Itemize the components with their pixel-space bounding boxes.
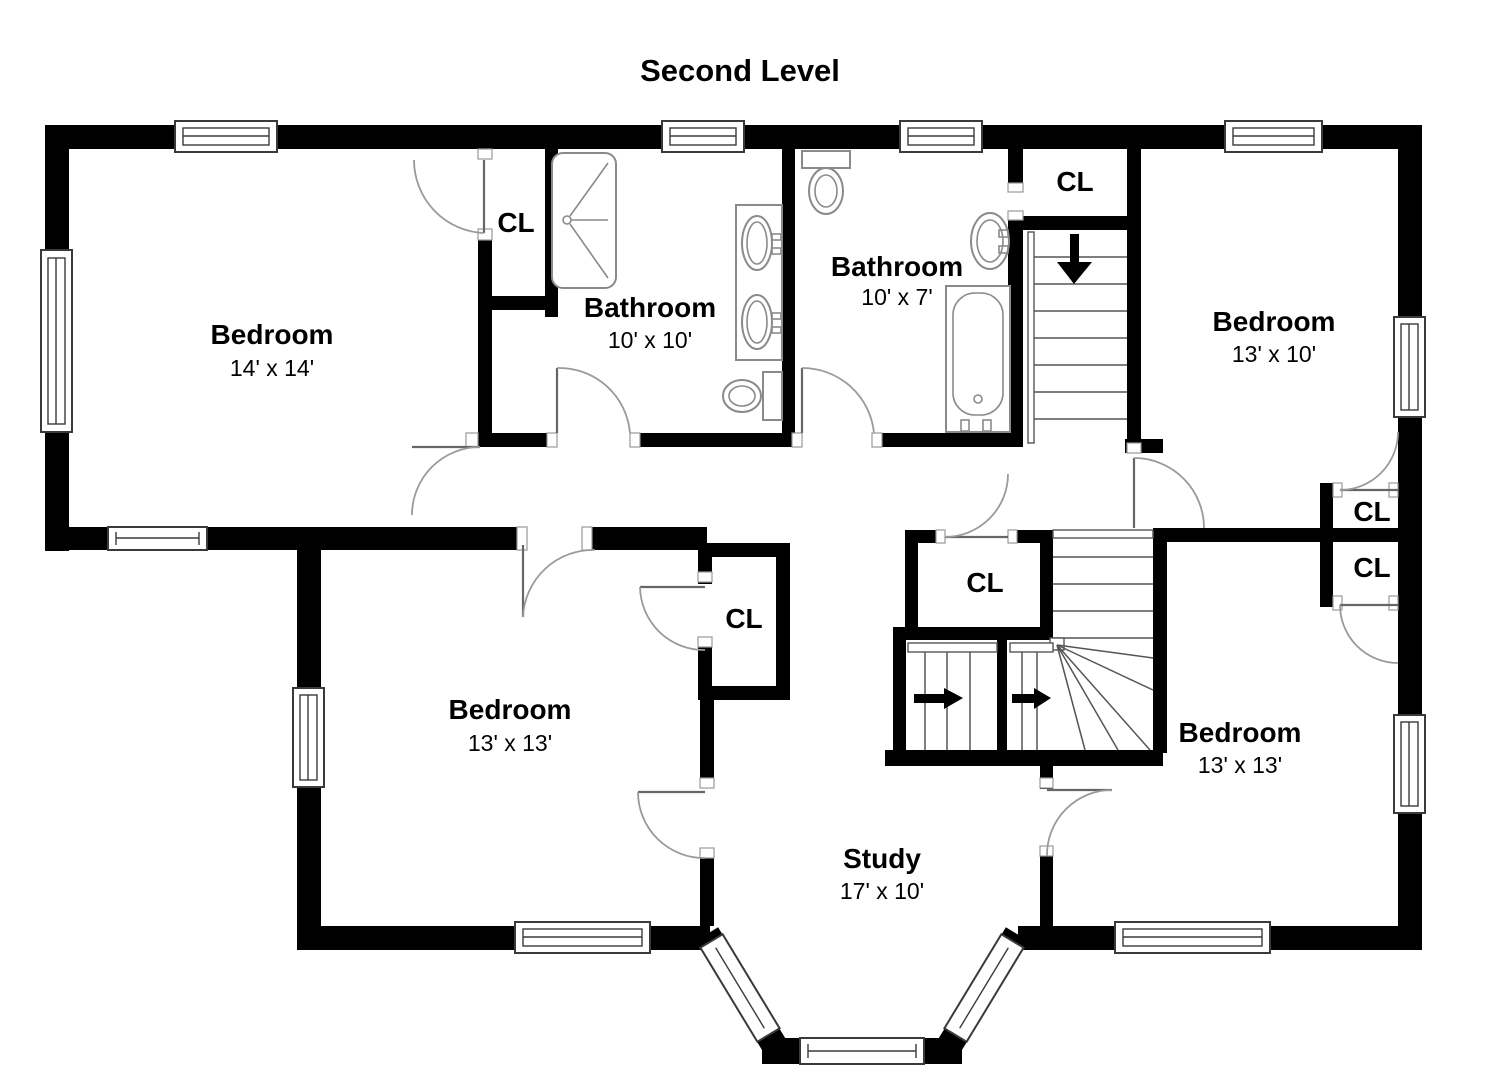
door-bedroom3-entry: [516, 526, 596, 618]
page-title: Second Level: [640, 53, 840, 88]
window-bottom-bedroom4: [1114, 921, 1271, 954]
closet-bedroom3-label: CL: [725, 603, 762, 634]
bedroom2-dims: 13' x 10': [1232, 341, 1316, 367]
door-bathroom1: [546, 367, 641, 448]
bay-window-center: [799, 1037, 925, 1065]
window-top-bathroom2: [899, 120, 983, 153]
door-bathroom2: [791, 367, 883, 448]
door-closet-hall: [935, 473, 1018, 544]
door-study-bedroom4: [1039, 777, 1113, 857]
down-arrow-icon: [1057, 234, 1092, 284]
door-closet-bedroom2: [1332, 431, 1399, 498]
window-top-bathroom1: [661, 120, 745, 153]
door-closet-bedroom4: [1332, 595, 1399, 664]
bay-window-right: [943, 932, 1025, 1044]
labels: Second Level Bedroom 14' x 14' Bathroom …: [211, 53, 1391, 904]
study-label: Study: [843, 843, 921, 874]
door-bedroom1-closet: [413, 148, 493, 241]
bathroom2-fixtures: [801, 150, 1011, 433]
bedroom4-label: Bedroom: [1179, 717, 1302, 748]
closet-stairs-top-label: CL: [1056, 166, 1093, 197]
window-top-bedroom2: [1224, 120, 1323, 153]
bathroom2-label: Bathroom: [831, 251, 963, 282]
bedroom2-label: Bedroom: [1213, 306, 1336, 337]
bedroom3-label: Bedroom: [449, 694, 572, 725]
window-left-bedroom1: [40, 249, 73, 433]
bathroom1-label: Bathroom: [584, 292, 716, 323]
bedroom3-dims: 13' x 13': [468, 730, 552, 756]
double-vanity-sink: [735, 204, 783, 361]
door-bedroom1-entry: [411, 432, 481, 516]
right-arrow-icon: [914, 688, 963, 709]
door-bedroom2-entry: [1126, 442, 1205, 529]
shower: [551, 152, 617, 289]
bathroom2-dims: 10' x 7': [861, 284, 932, 310]
window-top-bedroom1: [174, 120, 278, 153]
door-study-bedroom3: [637, 777, 715, 859]
bay-window-left: [699, 932, 781, 1044]
bedroom4-dims: 13' x 13': [1198, 752, 1282, 778]
toilet: [722, 371, 783, 421]
bedroom1-label: Bedroom: [211, 319, 334, 350]
window-left-bedroom3: [292, 687, 325, 788]
closet-hall-label: CL: [966, 567, 1003, 598]
window-right-bedroom2: [1393, 316, 1426, 418]
doors: [411, 148, 1399, 859]
toilet: [801, 150, 851, 215]
right-arrow-icon: [1012, 688, 1051, 709]
closet-bedroom2-label: CL: [1353, 496, 1390, 527]
bathroom1-fixtures: [551, 152, 783, 421]
walls: [45, 125, 1422, 1064]
door-closet-bedroom3: [639, 571, 713, 651]
closet-bedroom4-label: CL: [1353, 552, 1390, 583]
bathtub: [945, 285, 1011, 433]
sink: [970, 212, 1010, 270]
staircase-upper-down: [1027, 231, 1127, 444]
door-closet-stairs-top: [1007, 182, 1024, 221]
bedroom1-dims: 14' x 14': [230, 355, 314, 381]
staircase-center: [907, 529, 1154, 751]
windows: [40, 120, 1426, 1065]
closet-bedroom1-label: CL: [497, 207, 534, 238]
window-step-bedroom1: [107, 526, 208, 551]
study-dims: 17' x 10': [840, 878, 924, 904]
window-right-bedroom4: [1393, 714, 1426, 814]
bathroom1-dims: 10' x 10': [608, 327, 692, 353]
window-bottom-bedroom3: [514, 921, 651, 954]
